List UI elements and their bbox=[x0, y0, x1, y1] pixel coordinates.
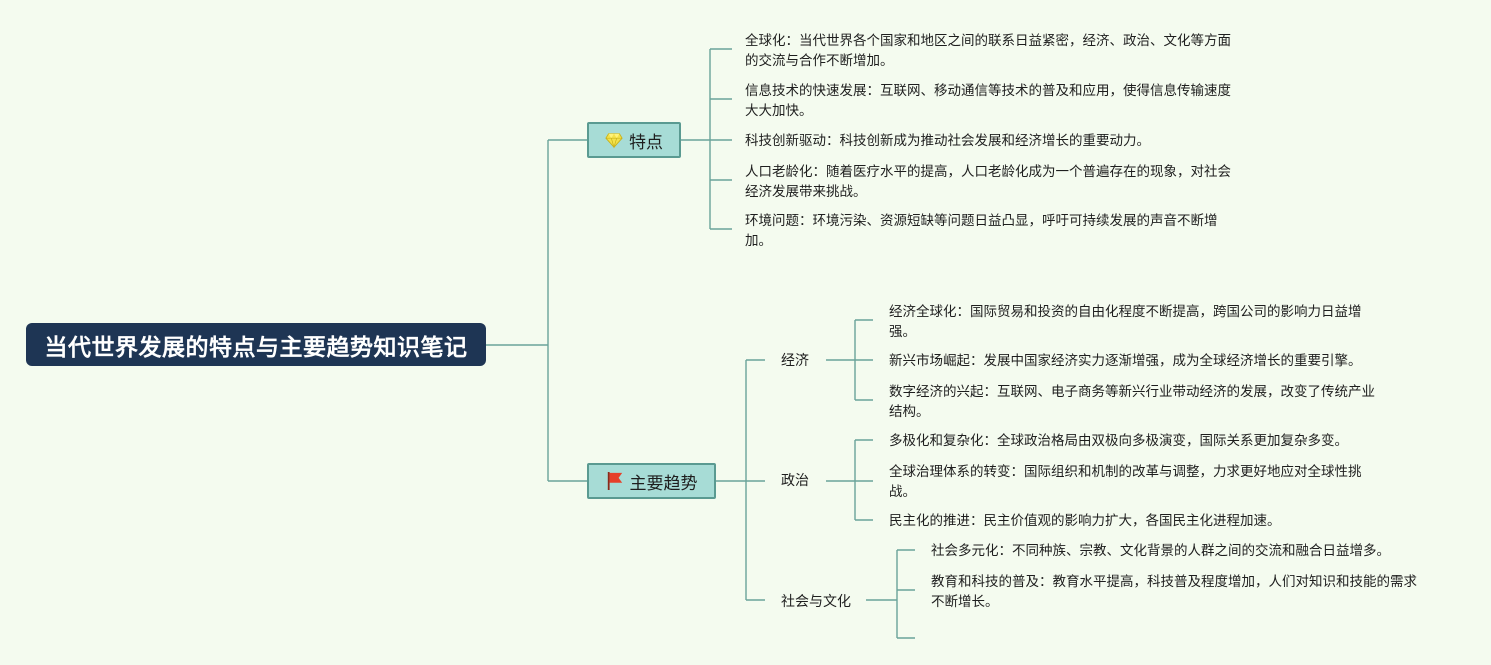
leaf-feature-globalization[interactable]: 全球化：当代世界各个国家和地区之间的联系日益紧密，经济、政治、文化等方面的交流与… bbox=[745, 31, 1240, 71]
subtopic-label: 经济 bbox=[781, 353, 809, 369]
leaf-title: 新兴市场崛起 bbox=[889, 353, 970, 369]
branch-label: 主要趋势 bbox=[629, 473, 698, 494]
leaf-desc: 全球政治格局由双极向多极演变，国际关系更加复杂多变。 bbox=[997, 433, 1348, 449]
leaf-separator: ： bbox=[826, 133, 840, 149]
leaf-title: 经济全球化 bbox=[889, 304, 957, 320]
leaf-separator: ： bbox=[812, 164, 827, 180]
leaf-politics-multipolar[interactable]: 多极化和复杂化：全球政治格局由双极向多极演变，国际关系更加复杂多变。 bbox=[889, 431, 1384, 451]
leaf-title: 科技创新驱动 bbox=[745, 133, 826, 149]
red-flag-icon bbox=[607, 472, 622, 490]
leaf-desc: 发展中国家经济实力逐渐增强，成为全球经济增长的重要引擎。 bbox=[983, 353, 1362, 369]
branch-trends[interactable]: 主要趋势 bbox=[587, 463, 716, 499]
subtopic-label: 社会与文化 bbox=[781, 594, 851, 610]
leaf-title: 民主化的推进 bbox=[889, 513, 970, 529]
leaf-separator: ： bbox=[970, 513, 984, 529]
leaf-desc: 互联网、电子商务等新兴行业带动经济的发展，改变了传统产业结构。 bbox=[889, 384, 1375, 420]
leaf-separator: ： bbox=[799, 213, 813, 229]
leaf-desc: 当代世界各个国家和地区之间的联系日益紧密，经济、政治、文化等方面的交流与合作不断… bbox=[745, 33, 1231, 69]
leaf-desc: 环境污染、资源短缺等问题日益凸显，呼吁可持续发展的声音不断增加。 bbox=[745, 213, 1218, 249]
leaf-separator: ： bbox=[1010, 464, 1025, 480]
leaf-title: 信息技术的快速发展 bbox=[745, 83, 867, 99]
leaf-separator: ： bbox=[983, 433, 998, 449]
root-topic[interactable]: 当代世界发展的特点与主要趋势知识笔记 bbox=[26, 323, 486, 366]
leaf-separator: ： bbox=[866, 83, 881, 99]
leaf-separator: ： bbox=[970, 353, 984, 369]
leaf-economy-emerging[interactable]: 新兴市场崛起：发展中国家经济实力逐渐增强，成为全球经济增长的重要引擎。 bbox=[889, 351, 1384, 371]
leaf-title: 数字经济的兴起 bbox=[889, 384, 984, 400]
leaf-feature-environment[interactable]: 环境问题：环境污染、资源短缺等问题日益凸显，呼吁可持续发展的声音不断增加。 bbox=[745, 211, 1240, 251]
subtopic-politics[interactable]: 政治 bbox=[781, 471, 809, 491]
leaf-separator: ： bbox=[956, 304, 971, 320]
leaf-title: 多极化和复杂化 bbox=[889, 433, 984, 449]
leaf-feature-innovation[interactable]: 科技创新驱动：科技创新成为推动社会发展和经济增长的重要动力。 bbox=[745, 131, 1240, 151]
leaf-title: 人口老龄化 bbox=[745, 164, 813, 180]
leaf-desc: 民主价值观的影响力扩大，各国民主化进程加速。 bbox=[983, 513, 1281, 529]
leaf-feature-aging[interactable]: 人口老龄化：随着医疗水平的提高，人口老龄化成为一个普遍存在的现象，对社会经济发展… bbox=[745, 162, 1240, 202]
leaf-desc: 互联网、移动通信等技术的普及和应用，使得信息传输速度大大加快。 bbox=[745, 83, 1231, 119]
leaf-title: 社会多元化 bbox=[931, 543, 999, 559]
leaf-desc: 随着医疗水平的提高，人口老龄化成为一个普遍存在的现象，对社会经济发展带来挑战。 bbox=[745, 164, 1231, 200]
leaf-title: 教育和科技的普及 bbox=[931, 574, 1039, 590]
leaf-title: 环境问题 bbox=[745, 213, 799, 229]
leaf-desc: 国际组织和机制的改革与调整，力求更好地应对全球性挑战。 bbox=[889, 464, 1362, 500]
leaf-politics-governance[interactable]: 全球治理体系的转变：国际组织和机制的改革与调整，力求更好地应对全球性挑战。 bbox=[889, 462, 1384, 502]
leaf-feature-it[interactable]: 信息技术的快速发展：互联网、移动通信等技术的普及和应用，使得信息传输速度大大加快… bbox=[745, 81, 1240, 121]
branch-features[interactable]: 特点 bbox=[587, 122, 681, 158]
branch-label: 特点 bbox=[629, 132, 663, 153]
root-title: 当代世界发展的特点与主要趋势知识笔记 bbox=[44, 334, 468, 361]
leaf-separator: ： bbox=[785, 33, 800, 49]
leaf-politics-democratization[interactable]: 民主化的推进：民主价值观的影响力扩大，各国民主化进程加速。 bbox=[889, 511, 1384, 531]
subtopic-economy[interactable]: 经济 bbox=[781, 351, 809, 371]
leaf-desc: 不同种族、宗教、文化背景的人群之间的交流和融合日益增多。 bbox=[1012, 543, 1390, 559]
leaf-title: 全球化 bbox=[745, 33, 786, 49]
leaf-desc: 科技创新成为推动社会发展和经济增长的重要动力。 bbox=[839, 133, 1151, 149]
leaf-economy-globalization[interactable]: 经济全球化：国际贸易和投资的自由化程度不断提高，跨国公司的影响力日益增强。 bbox=[889, 302, 1384, 342]
leaf-society-education[interactable]: 教育和科技的普及：教育水平提高，科技普及程度增加，人们对知识和技能的需求不断增长… bbox=[931, 572, 1426, 612]
leaf-economy-digital[interactable]: 数字经济的兴起：互联网、电子商务等新兴行业带动经济的发展，改变了传统产业结构。 bbox=[889, 382, 1384, 422]
leaf-separator: ： bbox=[998, 543, 1013, 559]
leaf-title: 全球治理体系的转变 bbox=[889, 464, 1011, 480]
subtopic-label: 政治 bbox=[781, 473, 809, 489]
leaf-society-diversity[interactable]: 社会多元化：不同种族、宗教、文化背景的人群之间的交流和融合日益增多。 bbox=[931, 541, 1426, 561]
leaf-desc: 国际贸易和投资的自由化程度不断提高，跨国公司的影响力日益增强。 bbox=[889, 304, 1362, 340]
leaf-separator: ： bbox=[1039, 574, 1053, 590]
leaf-separator: ： bbox=[983, 384, 998, 400]
subtopic-society[interactable]: 社会与文化 bbox=[781, 592, 851, 612]
diamond-icon bbox=[605, 133, 623, 149]
leaf-desc: 教育水平提高，科技普及程度增加，人们对知识和技能的需求不断增长。 bbox=[931, 574, 1417, 610]
